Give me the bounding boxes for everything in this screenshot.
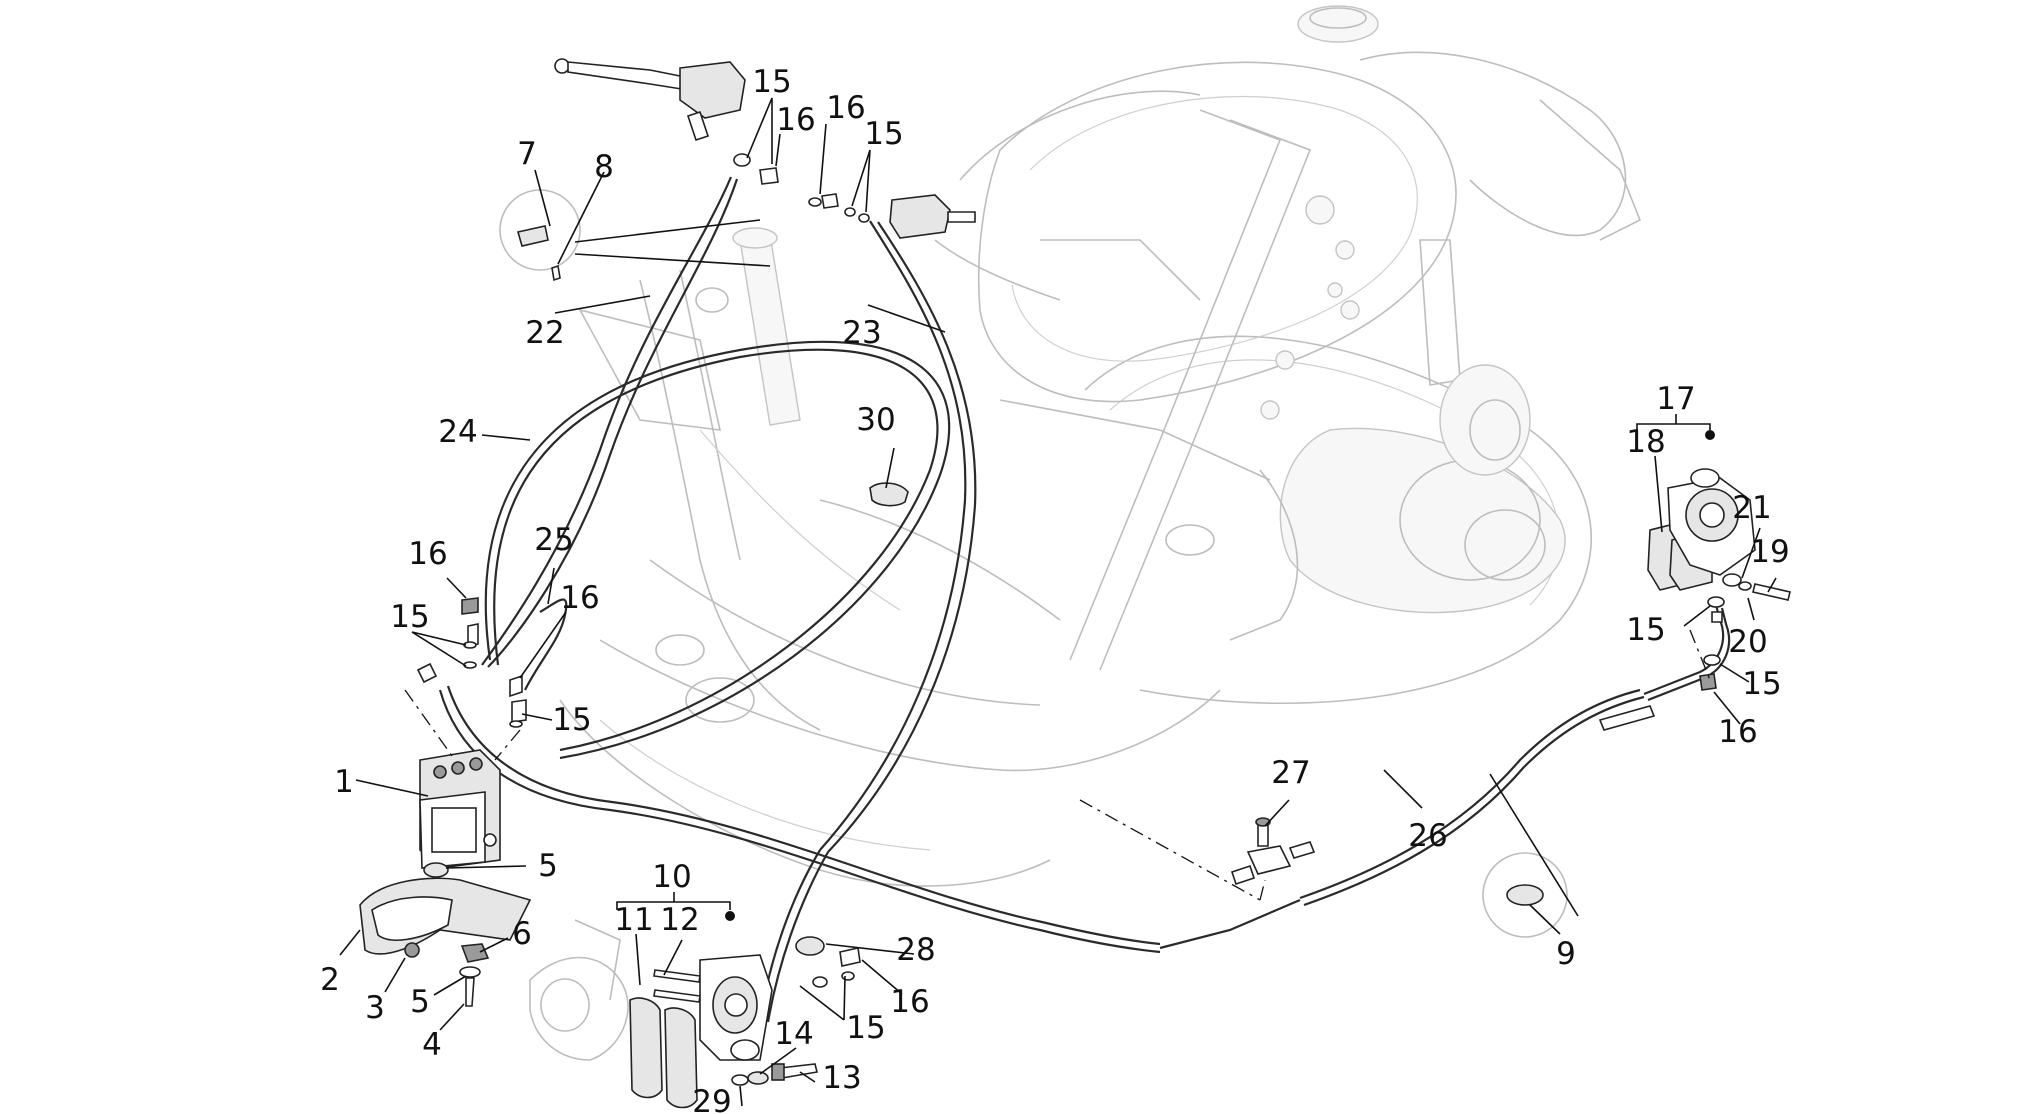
callout-16f: 16 <box>1718 714 1757 750</box>
callout-26: 26 <box>1408 818 1447 854</box>
small-parts <box>499 153 1568 988</box>
callout-17: 17 <box>1656 381 1695 417</box>
callout-20: 20 <box>1728 624 1767 660</box>
abs-modulator <box>416 597 568 869</box>
callout-23: 23 <box>842 315 881 351</box>
callout-15b: 15 <box>864 116 903 152</box>
callout-15c: 15 <box>390 599 429 635</box>
callout-15f: 15 <box>1626 612 1665 648</box>
callout-5b: 5 <box>410 984 430 1020</box>
brake-hoses <box>438 176 1731 1023</box>
callout-9: 9 <box>1556 936 1576 972</box>
callout-16d: 16 <box>560 580 599 616</box>
callout-18: 18 <box>1626 424 1665 460</box>
callout-22: 22 <box>525 315 564 351</box>
callout-30: 30 <box>856 402 895 438</box>
callout-2: 2 <box>320 962 340 998</box>
callout-21: 21 <box>1732 490 1771 526</box>
callout-16b: 16 <box>826 90 865 126</box>
scooter-frame <box>559 5 1642 887</box>
callout-8: 8 <box>594 149 614 185</box>
callout-16c: 16 <box>408 536 447 572</box>
callout-16a: 16 <box>776 102 815 138</box>
callout-12: 12 <box>660 902 699 938</box>
callout-7: 7 <box>517 136 537 172</box>
callout-28: 28 <box>896 932 935 968</box>
callout-15g: 15 <box>1742 666 1781 702</box>
handlebar-master-cylinders <box>554 58 1061 301</box>
callout-29: 29 <box>692 1084 731 1114</box>
rear-caliper-assembly <box>1598 468 1791 731</box>
callout-10: 10 <box>652 859 691 895</box>
callout-27: 27 <box>1271 755 1310 791</box>
callout-14: 14 <box>774 1016 813 1052</box>
leader-lines <box>339 97 1777 1107</box>
callout-1: 1 <box>334 764 354 800</box>
callout-4: 4 <box>422 1027 442 1063</box>
callout-19: 19 <box>1750 534 1789 570</box>
front-caliper-assembly <box>529 919 818 1109</box>
callout-16e: 16 <box>890 984 929 1020</box>
callout-labels: 1 2 3 4 5 5 6 7 8 9 10 11 12 13 14 15 15… <box>320 64 1790 1114</box>
callout-25: 25 <box>534 522 573 558</box>
callout-5a: 5 <box>538 848 558 884</box>
callout-24: 24 <box>438 414 477 450</box>
callout-11: 11 <box>614 902 653 938</box>
callout-15e: 15 <box>846 1010 885 1046</box>
callout-13: 13 <box>822 1060 861 1096</box>
callout-15d: 15 <box>552 702 591 738</box>
callout-15a: 15 <box>752 64 791 100</box>
callout-3: 3 <box>365 990 385 1026</box>
callout-6: 6 <box>512 916 532 952</box>
abs-bracket <box>359 862 532 1007</box>
